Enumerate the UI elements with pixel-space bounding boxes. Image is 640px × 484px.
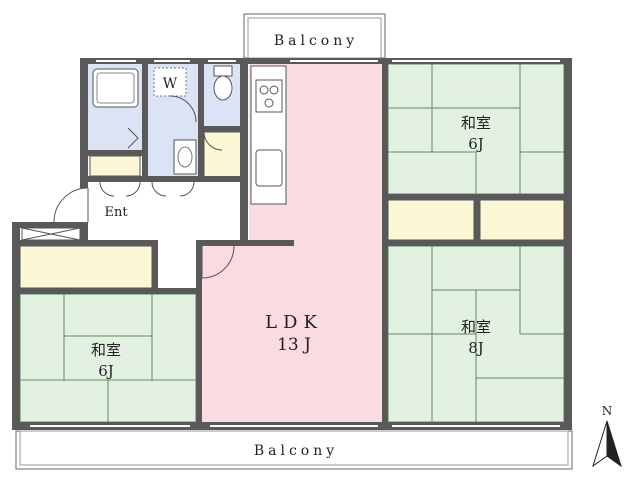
windows — [30, 60, 560, 427]
entrance-door — [52, 187, 89, 223]
ldk-size: 13 J — [277, 335, 311, 355]
toilet-icon — [213, 65, 233, 101]
north-arrow-icon: N — [592, 404, 622, 468]
washitsu-ne-label: 和室 — [461, 114, 491, 132]
ldk-label: LDK — [265, 312, 323, 333]
shower-door-icon — [127, 127, 139, 149]
washing-machine-space: W — [153, 67, 187, 97]
washroom-label: W — [163, 76, 178, 92]
balcony-bottom-label: Balcony — [254, 443, 338, 459]
entrance-label: Ent — [104, 205, 128, 220]
closet-small-bath — [89, 155, 141, 177]
balcony-top-label: Balcony — [274, 33, 358, 49]
washitsu-sw-label: 和室 — [91, 341, 121, 359]
balcony-bottom: Balcony — [15, 430, 573, 470]
wash-basin-icon — [173, 139, 197, 175]
closet-sw — [19, 245, 153, 289]
washitsu-se: 和室 8J — [387, 245, 565, 423]
washitsu-se-label: 和室 — [461, 318, 491, 336]
bathtub-icon — [92, 68, 139, 108]
washitsu-se-size: 8J — [468, 339, 484, 357]
washitsu-ne: 和室 6J — [387, 63, 565, 195]
closet-ne-1 — [387, 199, 475, 241]
washitsu-sw: 和室 6J — [19, 293, 197, 423]
entrance-box — [21, 227, 81, 241]
washitsu-sw-size: 6J — [98, 362, 114, 380]
compass-label: N — [602, 404, 613, 418]
closet-ne-2 — [479, 199, 565, 241]
washitsu-ne-size: 6J — [468, 135, 484, 153]
balcony-top: Balcony — [243, 13, 386, 59]
doors — [99, 95, 235, 279]
closet-small-wash — [203, 131, 245, 179]
kitchen-counter — [250, 65, 287, 205]
